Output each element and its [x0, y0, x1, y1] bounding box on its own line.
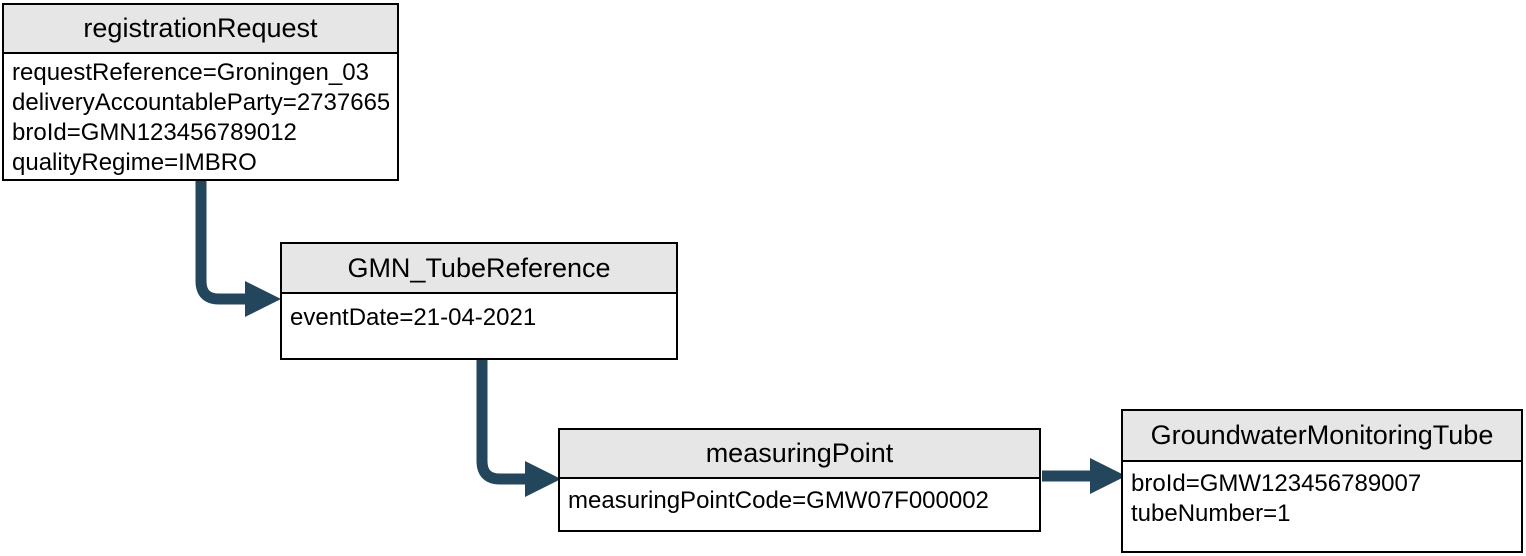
node-groundwater-monitoring-tube: GroundwaterMonitoringTube broId=GMW12345… [1121, 409, 1523, 553]
node-registration-request: registrationRequest requestReference=Gro… [2, 3, 399, 181]
node-measuring-point-title: measuringPoint [560, 430, 1039, 479]
arrowhead-gmntubereference [245, 281, 281, 317]
attr-quality-regime: qualityRegime=IMBRO [12, 149, 257, 176]
node-measuring-point: measuringPoint measuringPointCode=GMW07F… [558, 428, 1041, 532]
attr-tube-bro-id: broId=GMW123456789007 [1131, 470, 1422, 497]
attr-bro-id: broId=GMN123456789012 [12, 119, 297, 146]
attr-measuring-point-code: measuringPointCode=GMW07F000002 [568, 487, 989, 514]
node-gmn-tube-reference: GMN_TubeReference eventDate=21-04-2021 [280, 242, 678, 360]
node-registration-request-title: registrationRequest [4, 5, 397, 54]
node-gmn-tube-reference-body: eventDate=21-04-2021 [282, 294, 676, 358]
node-registration-request-body: requestReference=Groningen_03 deliveryAc… [4, 54, 397, 179]
node-measuring-point-body: measuringPointCode=GMW07F000002 [560, 479, 1039, 530]
attr-request-reference: requestReference=Groningen_03 [12, 59, 369, 86]
node-groundwater-monitoring-tube-title: GroundwaterMonitoringTube [1123, 411, 1521, 462]
node-gmn-tube-reference-title: GMN_TubeReference [282, 244, 676, 294]
edge-gmntubereference-to-measuringpoint [476, 360, 526, 485]
attr-event-date: eventDate=21-04-2021 [290, 304, 537, 331]
edge-registrationrequest-to-gmntubereference [195, 181, 246, 305]
arrowhead-measuringpoint [525, 461, 561, 497]
node-groundwater-monitoring-tube-body: broId=GMW123456789007 tubeNumber=1 [1123, 462, 1521, 551]
attr-tube-number: tubeNumber=1 [1131, 500, 1291, 527]
attr-delivery-accountable-party: deliveryAccountableParty=27376655 [12, 89, 389, 116]
